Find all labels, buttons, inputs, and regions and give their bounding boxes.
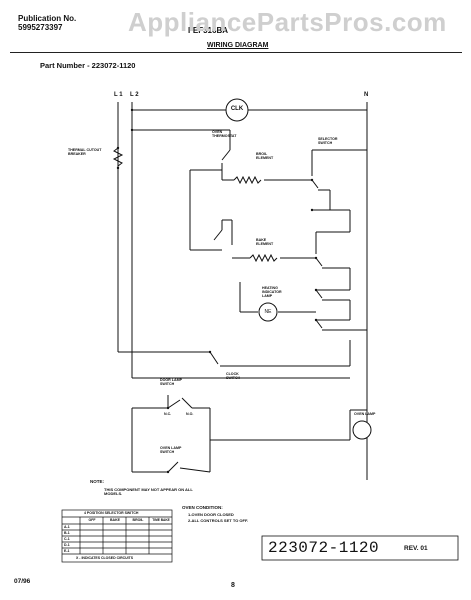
thermal-cutout-label: THERMAL CUTOUT BREAKER [68, 148, 102, 156]
watermark: AppliancePartsPros.com [128, 7, 447, 37]
upper-element-label: BROIL ELEMENT [256, 152, 274, 160]
col-broil: BROIL [132, 518, 144, 522]
lower-element-label: BAKE ELEMENT [256, 238, 274, 246]
selector-switch-label: SELECTOR SWITCH [318, 137, 338, 145]
col-time-bake: TIME BAKE [152, 518, 170, 522]
upper-element-symbol [233, 175, 262, 185]
note-label: NOTE: [90, 479, 104, 484]
row-b1: B-1 [64, 531, 70, 535]
oven-condition-title: OVEN CONDITION: [182, 505, 223, 510]
oven-condition-1: 1-OVEN DOOR CLOSED [188, 512, 234, 517]
heating-lamp-icon [258, 302, 278, 322]
selector-table-footer: X - INDICATES CLOSED CIRCUITS [76, 556, 134, 560]
col-off: OFF [88, 518, 96, 522]
header-rule [10, 52, 462, 53]
selector-table-grid [61, 509, 173, 563]
thermal-cutout-symbol [112, 147, 124, 167]
heating-lamp-symbol: NE [264, 309, 272, 315]
row-e1: E-1 [64, 549, 70, 553]
label-l2: L 2 [130, 92, 139, 98]
lower-element-symbol [249, 253, 278, 263]
row-a1: A-1 [64, 525, 70, 529]
label-l1: L 1 [114, 92, 123, 98]
publication-label: Publication No. [18, 14, 77, 23]
row-c1: C-1 [64, 537, 70, 541]
selector-table-title: 4 POSITION SELECTOR SWITCH [84, 511, 139, 515]
clock-label: CLK [230, 106, 244, 112]
row-d1: D-1 [64, 543, 70, 547]
oven-lamp-icon [352, 420, 372, 440]
oven-lamp-switch-contact [167, 461, 179, 473]
thermostat-lower-contact [213, 229, 223, 241]
clock-motor-icon [225, 98, 249, 122]
page-number: 8 [231, 582, 235, 589]
clock-switch-label: CLOCK SWITCH [226, 372, 241, 380]
oven-lamp-switch-label: OVEN LAMP SWITCH [160, 446, 182, 454]
oven-thermostat-label: OVEN THERMOSTAT [212, 130, 237, 138]
oven-lamp-label: OVEN LAMP [354, 412, 376, 416]
door-lamp-switch-contact [167, 399, 181, 409]
revision: REV. 01 [404, 545, 428, 552]
diagram-number-box [261, 535, 459, 561]
clock-switch-contact [209, 351, 219, 365]
footer-date: 07/96 [14, 578, 31, 585]
publication-number: 5995273397 [18, 23, 63, 32]
oven-condition-2: 2-ALL CONTROLS SET TO OFF. [188, 518, 249, 523]
note-text: THIS COMPONENT MAY NOT APPEAR ON ALL MOD… [104, 487, 193, 496]
thermostat-upper-contact [221, 149, 231, 161]
model-number: FEF316BA [188, 26, 229, 35]
heating-lamp-label: HEATING INDICATOR LAMP [262, 286, 282, 298]
col-bake: BAKE [110, 518, 120, 522]
diagram-number: 223072-1120 [268, 539, 380, 557]
diagram-title: WIRING DIAGRAM [207, 42, 269, 49]
label-n: N [364, 92, 369, 98]
nc-label: N.C. [164, 412, 172, 416]
door-lamp-switch-label: DOOR LAMP SWITCH [160, 378, 182, 386]
no-label: N.O. [186, 412, 194, 416]
part-number: Part Number - 223072-1120 [40, 61, 136, 70]
